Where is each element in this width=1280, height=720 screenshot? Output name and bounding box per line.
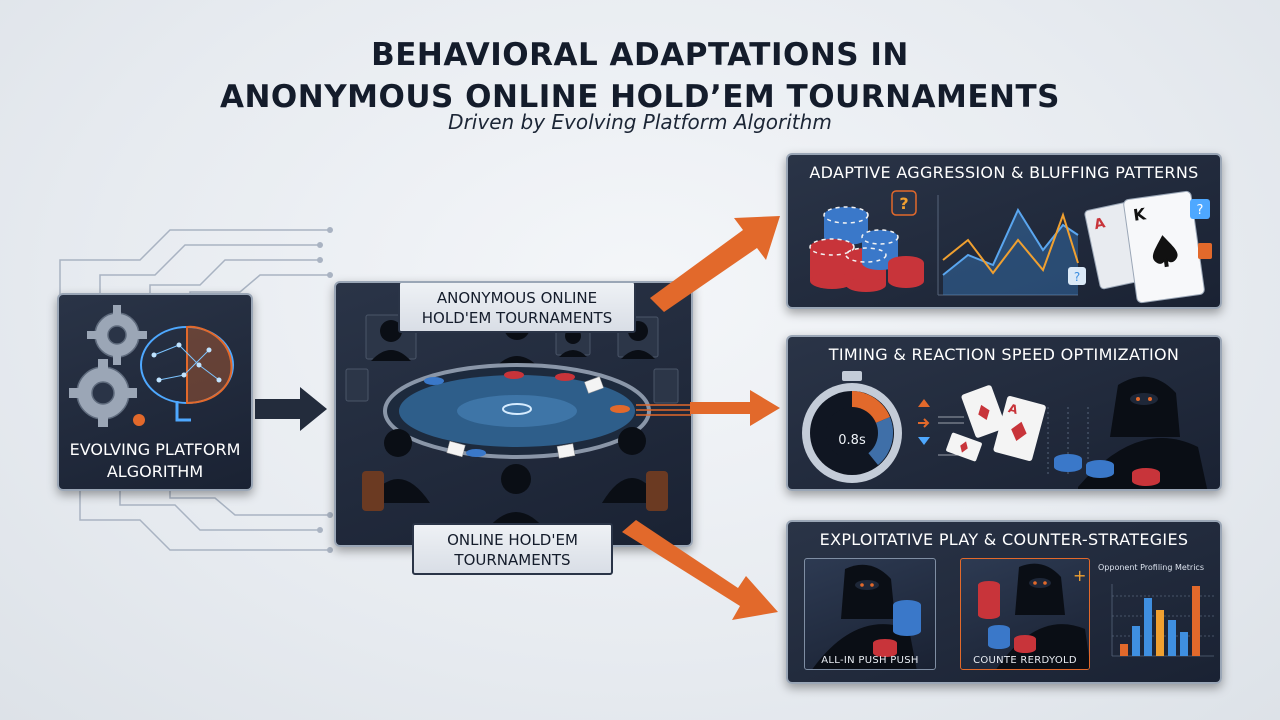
algorithm-label-line-1: EVOLVING PLATFORM	[69, 440, 241, 459]
brain-icon	[140, 325, 234, 422]
algorithm-panel: EVOLVING PLATFORM ALGORITHM	[57, 293, 253, 491]
title-line-2: ANONYMOUS ONLINE HOLD’EM TOURNAMENTS	[220, 79, 1060, 115]
aggression-panel: ADAPTIVE AGGRESSION & BLUFFING PATTERNS …	[786, 153, 1222, 309]
counter-strategy-card: + COUNTE RERDYOLD	[960, 558, 1090, 670]
metrics-title: Opponent Profiling Metrics	[1098, 563, 1204, 572]
svg-text:?: ?	[899, 194, 908, 213]
arrow-to-aggression	[650, 216, 780, 312]
timer-readout: 0.8s	[838, 433, 866, 448]
algorithm-illustration	[69, 305, 234, 427]
all-in-push-card: ALL-IN PUSH PUSH	[804, 558, 936, 670]
timing-illustration: A	[802, 371, 1208, 489]
exploitative-panel: EXPLOITATIVE PLAY & COUNTER-STRATEGIES A…	[786, 520, 1222, 684]
arrow-to-timing	[690, 390, 780, 426]
tournament-panel: ANONYMOUS ONLINE HOLD'EM TOURNAMENTS	[334, 281, 693, 547]
metric-bar-5	[1168, 620, 1176, 656]
algorithm-label-line-2: ALGORITHM	[106, 462, 204, 481]
stopwatch-icon	[802, 371, 902, 483]
svg-text:?: ?	[1074, 270, 1080, 284]
all-in-push-caption: ALL-IN PUSH PUSH	[821, 655, 919, 666]
metric-bar-6	[1180, 632, 1188, 656]
counter-strategy-illustration: +	[978, 563, 1089, 669]
tournament-bottom-label-line-2: TOURNAMENTS	[454, 551, 571, 569]
svg-text:A: A	[1007, 401, 1020, 417]
arrow-to-exploitative	[622, 520, 778, 620]
tournament-top-label-line-2: HOLD'EM TOURNAMENTS	[421, 309, 613, 327]
arrow-algorithm-to-tournament	[255, 387, 327, 431]
svg-text:?: ?	[1197, 203, 1204, 218]
algorithm-label: EVOLVING PLATFORM ALGORITHM	[59, 439, 251, 483]
profiling-metrics-chart	[1111, 584, 1214, 657]
card-a-text: A	[1093, 215, 1107, 233]
title-line-1: BEHAVIORAL ADAPTATIONS IN	[371, 37, 909, 73]
aggression-illustration: ? ? A K ?	[809, 190, 1212, 304]
tournament-bottom-label-line-1: ONLINE HOLD'EM	[447, 531, 578, 549]
page-title: BEHAVIORAL ADAPTATIONS IN ANONYMOUS ONLI…	[0, 34, 1280, 118]
small-gear-icon	[133, 414, 145, 426]
metric-bar-2	[1132, 626, 1140, 656]
metric-bar-7	[1192, 586, 1200, 656]
card-k-text: K	[1132, 204, 1148, 225]
svg-text:+: +	[1073, 566, 1086, 585]
exploitative-title: EXPLOITATIVE PLAY & COUNTER-STRATEGIES	[819, 530, 1189, 549]
tournament-top-label: ANONYMOUS ONLINE HOLD'EM TOURNAMENTS	[398, 283, 636, 333]
metric-bar-4	[1156, 610, 1164, 656]
metric-bar-1	[1120, 644, 1128, 656]
metric-bar-3	[1144, 598, 1152, 656]
all-in-push-illustration	[812, 564, 921, 669]
tournament-bottom-label: ONLINE HOLD'EM TOURNAMENTS	[412, 523, 613, 575]
counter-strategy-caption: COUNTE RERDYOLD	[973, 655, 1077, 666]
timing-panel: TIMING & REACTION SPEED OPTIMIZATION A	[786, 335, 1222, 491]
tournament-top-label-line-1: ANONYMOUS ONLINE	[436, 289, 598, 307]
timing-title: TIMING & REACTION SPEED OPTIMIZATION	[828, 345, 1180, 364]
page-subtitle: Driven by Evolving Platform Algorithm	[448, 110, 832, 134]
circuit-lines	[59, 227, 333, 553]
gear-icon	[69, 305, 147, 427]
aggression-title: ADAPTIVE AGGRESSION & BLUFFING PATTERNS	[809, 163, 1199, 182]
